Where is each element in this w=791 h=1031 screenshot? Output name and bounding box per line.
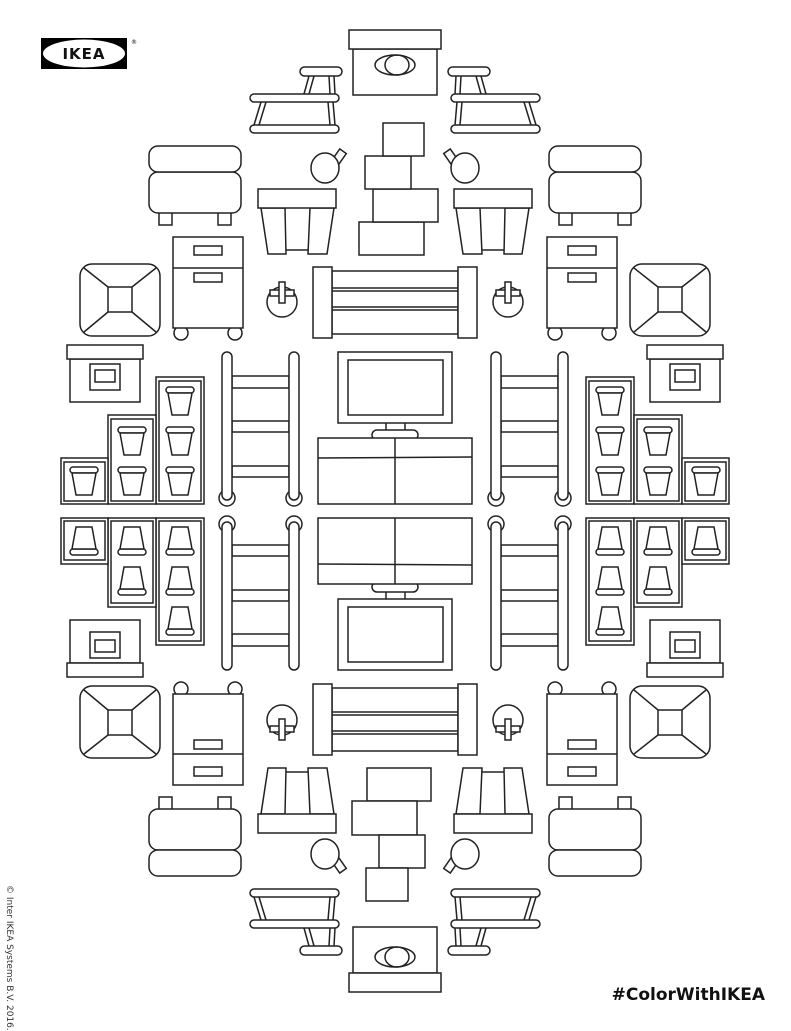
- svg-text:®: ®: [131, 39, 137, 46]
- copyright-text: © Inter IKEA Systems B.V. 2016.: [4, 885, 14, 1031]
- bottom-half: [61, 516, 729, 992]
- top-half: [61, 30, 729, 506]
- ikea-logo-text: IKEA: [62, 44, 106, 63]
- ikea-logo: ®: [41, 38, 137, 69]
- box-stack-top: [358, 122, 439, 256]
- hashtag-text: #ColorWithIKEA: [611, 985, 765, 1005]
- box-stack-bottom: [351, 767, 432, 902]
